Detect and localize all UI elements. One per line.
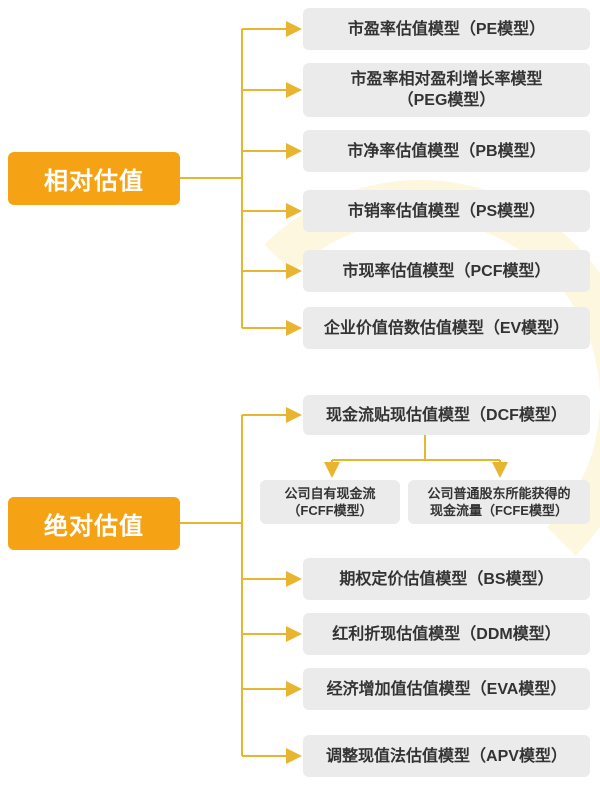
ps-model-box: 市销率估值模型（PS模型） — [303, 190, 590, 232]
pcf-model-box: 市现率估值模型（PCF模型） — [303, 250, 590, 292]
pe-model-box: 市盈率估值模型（PE模型） — [303, 8, 590, 50]
ddm-model-box: 红利折现估值模型（DDM模型） — [303, 613, 590, 655]
fcfe-line2: 现金流量（FCFE模型） — [430, 503, 568, 518]
absolute-valuation-category: 绝对估值 — [8, 497, 180, 550]
fcff-model-box: 公司自有现金流 （FCFF模型） — [260, 480, 400, 524]
fcfe-model-box: 公司普通股东所能获得的 现金流量（FCFE模型） — [408, 480, 590, 524]
pb-model-box: 市净率估值模型（PB模型） — [303, 130, 590, 172]
apv-model-box: 调整现值法估值模型（APV模型） — [303, 735, 590, 777]
peg-model-box: 市盈率相对盈利增长率模型 （PEG模型） — [303, 63, 590, 117]
fcff-line1: 公司自有现金流 — [284, 486, 376, 501]
fcfe-line1: 公司普通股东所能获得的 — [427, 486, 571, 501]
peg-line2: （PEG模型） — [397, 92, 496, 109]
peg-line1: 市盈率相对盈利增长率模型 — [350, 71, 543, 88]
fcff-line2: （FCFF模型） — [287, 503, 373, 518]
eva-model-box: 经济增加值估值模型（EVA模型） — [303, 668, 590, 710]
relative-valuation-category: 相对估值 — [8, 152, 180, 205]
ev-model-box: 企业价值倍数估值模型（EV模型） — [303, 307, 590, 349]
bs-model-box: 期权定价估值模型（BS模型） — [303, 558, 590, 600]
dcf-model-box: 现金流贴现估值模型（DCF模型） — [303, 395, 590, 435]
